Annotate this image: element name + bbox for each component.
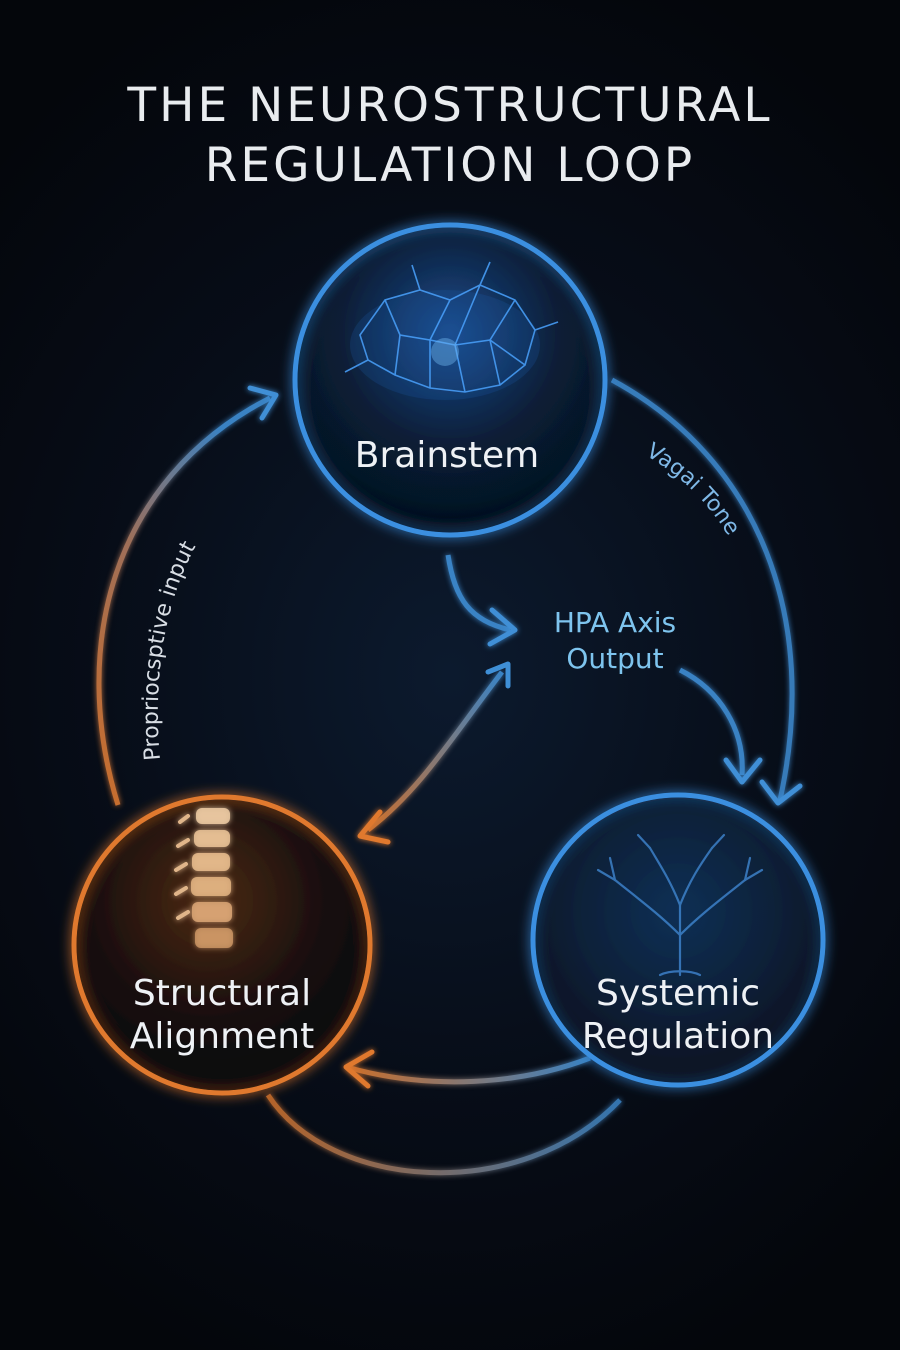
structural-label-line-1: Structural <box>133 973 311 1014</box>
brainstem-node: Brainstem <box>292 222 608 538</box>
brainstem-to-hpa-arrow <box>445 554 511 633</box>
structural-alignment-node: Structural Alignment <box>71 794 373 1096</box>
proprioceptive-arrowhead <box>247 385 279 421</box>
proprioceptive-input-label: Propriocsptive input <box>139 537 202 762</box>
vagal-tone-text: Vagai Tone <box>642 439 745 540</box>
page-title-line-2: REGULATION LOOP <box>204 138 696 193</box>
structural-label-line-2: Alignment <box>130 1016 314 1057</box>
proprioceptive-arrow <box>96 395 272 806</box>
hpa-axis-label-line-1: HPA Axis <box>554 606 676 639</box>
systemic-label-line-2: Regulation <box>582 1016 774 1057</box>
brain-network-icon <box>344 261 559 400</box>
systemic-regulation-node: Systemic Regulation <box>530 792 826 1088</box>
hpa-structural-double-arrow <box>366 670 504 832</box>
systemic-to-structural-arrow <box>349 1055 591 1085</box>
brainstem-label: Brainstem <box>355 435 539 476</box>
page-title-line-1: THE NEUROSTRUCTURAL <box>127 78 773 133</box>
systemic-label-line-1: Systemic <box>596 973 760 1014</box>
systemic-to-structural-arrowhead <box>343 1049 375 1089</box>
vagal-tone-arrow <box>610 377 795 801</box>
proprioceptive-input-text: Propriocsptive input <box>139 537 202 762</box>
hpa-arrowhead-top <box>485 661 511 689</box>
tree-network-icon <box>596 833 764 977</box>
spine-icon <box>174 808 233 948</box>
hpa-to-systemic-arrow <box>678 667 745 776</box>
structural-arrowhead <box>357 809 391 845</box>
hpa-to-systemic-arrowhead <box>723 757 763 785</box>
bottom-return-arc <box>265 1093 622 1176</box>
vagal-tone-label: Vagai Tone <box>642 439 745 540</box>
brainstem-to-hpa-arrowhead <box>487 607 518 647</box>
hpa-axis-label-line-2: Output <box>566 642 663 675</box>
vagal-tone-arrowhead <box>759 779 803 806</box>
